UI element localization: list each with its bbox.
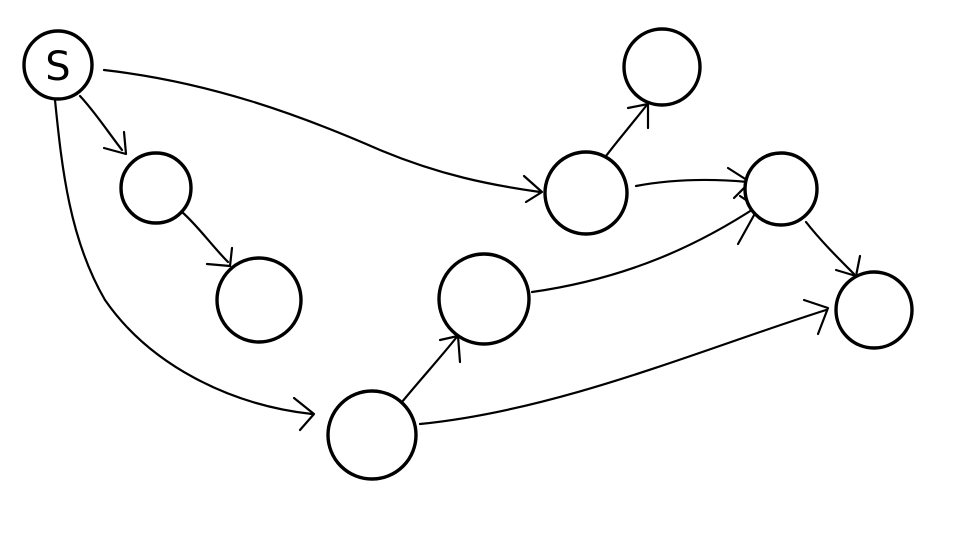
- edge-c-h: [418, 308, 828, 426]
- node-s: [22, 29, 94, 101]
- node-s-label: S: [45, 44, 70, 90]
- node-a: [119, 151, 193, 225]
- node-f: [743, 151, 819, 227]
- node-d: [543, 150, 629, 236]
- arrowhead-s-d: [522, 174, 544, 204]
- arrowhead-s-a: [102, 130, 128, 156]
- node-b: [215, 256, 303, 344]
- edge-s-c: [53, 98, 314, 416]
- edge-s-a: [78, 94, 124, 152]
- edge-g-f: [530, 204, 760, 294]
- edge-c-g: [400, 336, 458, 404]
- edge-f-h: [804, 220, 856, 276]
- edge-s-d: [102, 68, 542, 194]
- arrowhead-c-h: [802, 298, 830, 336]
- arrowhead-a-b: [205, 246, 234, 268]
- node-c: [326, 389, 418, 481]
- edge-d-e: [604, 104, 648, 158]
- node-g: [437, 252, 531, 346]
- edge-d-f: [634, 178, 750, 188]
- node-h: [834, 270, 914, 350]
- arrowhead-s-c: [292, 396, 316, 432]
- edge-a-b: [180, 210, 230, 264]
- node-e: [622, 27, 702, 107]
- nodes-layer: S: [22, 27, 914, 481]
